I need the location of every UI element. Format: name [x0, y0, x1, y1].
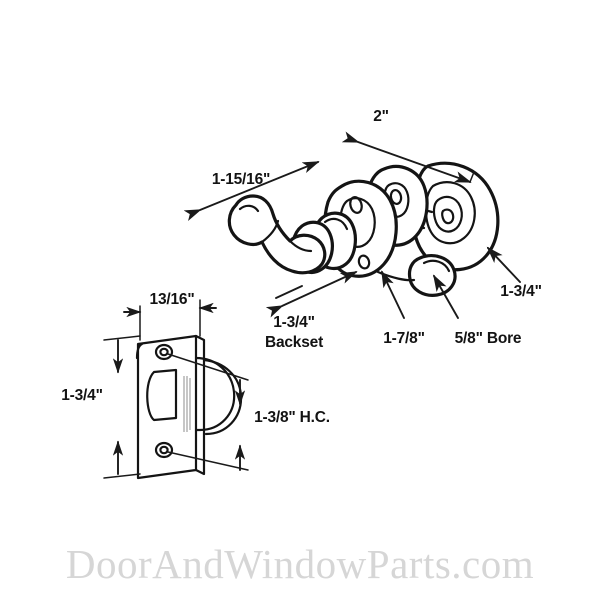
dim-label-lever-projection: 1-15/16"	[212, 171, 270, 188]
dim-label-hub: 1-7/8"	[383, 330, 424, 347]
dim-label-backset-sub: Backset	[265, 334, 323, 351]
dim-overall-length	[341, 131, 475, 183]
dim-label-backset: 1-3/4"	[273, 314, 314, 331]
dim-label-rosette-diameter: 1-3/4"	[500, 283, 541, 300]
dim-label-overall-length: 2"	[373, 108, 389, 125]
dim-label-tab-height: 1-3/8" H.C.	[254, 409, 330, 426]
dim-label-plate-width: 13/16"	[150, 291, 195, 308]
dim-tab-height	[167, 353, 249, 471]
site-watermark: DoorAndWindowParts.com	[66, 541, 534, 587]
dim-plate-height	[103, 335, 141, 479]
dim-hub	[381, 270, 405, 319]
dim-bore	[433, 274, 459, 319]
lever-assembly-graphic	[227, 161, 500, 297]
dim-backset	[265, 271, 358, 318]
dim-lever-projection	[183, 161, 320, 222]
latch-bolt-nub	[407, 254, 457, 297]
dim-plate-width	[123, 299, 217, 341]
dim-label-plate-height: 1-3/4"	[61, 387, 102, 404]
dim-label-bore: 5/8" Bore	[455, 330, 522, 347]
dim-rosette-diameter	[486, 246, 521, 283]
